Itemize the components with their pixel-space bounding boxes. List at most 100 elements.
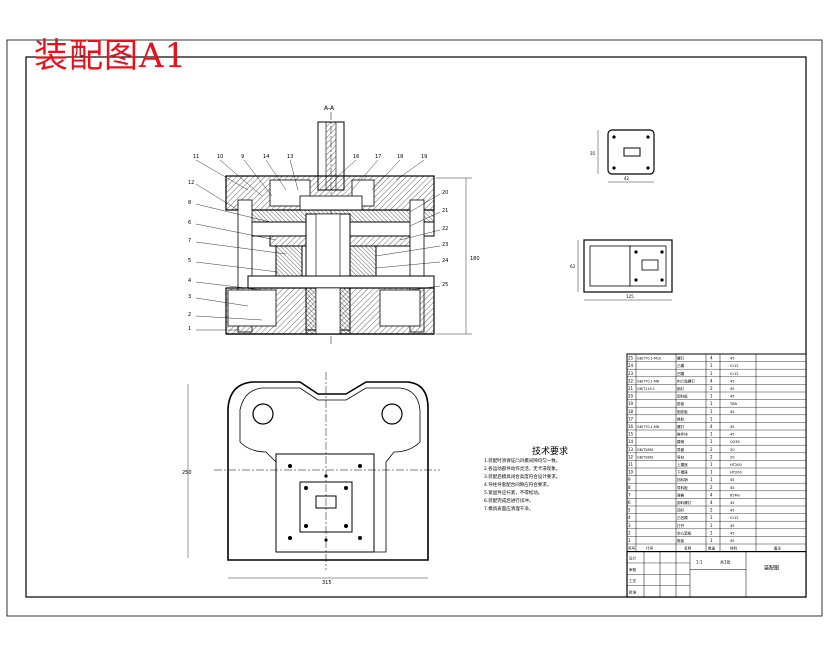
bom-cell: 打杆 <box>677 523 685 528</box>
bom-cell: 20 <box>628 394 634 399</box>
bom-cell: 14 <box>628 439 634 444</box>
part-view: 42 35 <box>590 129 655 183</box>
balloon-number: 3 <box>188 294 191 300</box>
bom-cell: 1 <box>710 394 713 399</box>
balloon-number: 6 <box>188 220 191 226</box>
balloon-number: 7 <box>188 238 191 244</box>
bom-cell: 模柄 <box>677 439 685 444</box>
note-line: 2.各运动部件动作灵活，无卡滞现象。 <box>484 467 561 472</box>
bom-cell: 螺钉 <box>677 424 685 429</box>
bom-cell: 弹簧 <box>677 492 685 497</box>
bom-cell: 顶杆 <box>677 508 685 513</box>
bom-cell: HT200 <box>730 471 742 475</box>
bom-header: 数量 <box>708 546 716 551</box>
bom-cell: 1 <box>710 439 713 444</box>
dim-plan-width: 315 <box>322 580 332 586</box>
bom-cell: 固定板 <box>677 409 688 414</box>
dim-strip-height: 63 <box>570 264 576 269</box>
bom-cell: 凸凹模 <box>677 515 688 520</box>
notes-heading: 技术要求 <box>532 447 569 457</box>
bom-cell: 导套 <box>677 447 685 452</box>
bom-cell: 4 <box>710 424 713 429</box>
bom-cell: 8 <box>628 485 631 490</box>
bom-cell: 销钉 <box>677 386 685 391</box>
dim-strip-width: 125 <box>626 294 634 299</box>
bom-cell: 1 <box>710 523 713 528</box>
title-block-name: 装配图 <box>764 565 779 572</box>
outer-border <box>6 39 823 617</box>
bom-cell: 1 <box>710 416 713 421</box>
balloon-number: 9 <box>241 154 244 160</box>
bom-cell: 24 <box>628 363 634 368</box>
bom-cell: 卸料螺钉 <box>677 500 692 505</box>
bom-cell: 垫板 <box>677 401 685 406</box>
bom-cell: HT200 <box>730 463 742 467</box>
balloon-number: 20 <box>442 190 448 196</box>
bom-cell: 内六角螺钉 <box>677 378 695 383</box>
bom-cell: Cr12 <box>730 516 739 520</box>
bom-cell: 45 <box>730 387 735 391</box>
bom-cell: 下模座 <box>677 470 688 475</box>
bom-header: 名称 <box>684 546 692 551</box>
bom-cell: GB/T119.1 <box>637 387 655 391</box>
note-line: 1.装配时须保证凸凹模间隙均匀一致。 <box>484 459 561 464</box>
title-block-label: 审核 <box>629 567 637 572</box>
balloon-number: 22 <box>442 226 448 232</box>
bom-cell: 1 <box>710 477 713 482</box>
bom-cell: 23 <box>628 371 634 376</box>
bom-cell: Q235 <box>730 440 740 444</box>
dim-part-height: 35 <box>590 151 596 156</box>
bom-cell: 7 <box>628 492 631 497</box>
bom-cell: 13 <box>628 447 634 452</box>
inner-frame <box>25 56 807 598</box>
bom-cell: 4 <box>710 378 713 383</box>
bom-cell: 空心垫板 <box>677 530 692 535</box>
section-label: A-A <box>324 105 335 112</box>
bom-cell: 16 <box>628 424 634 429</box>
bom-cell: GB/T2861 <box>637 455 654 459</box>
bom-cell: 挡料销 <box>677 477 688 482</box>
balloon-number: 11 <box>193 154 199 160</box>
balloon-number: 12 <box>188 180 194 186</box>
bom-cell: 导料板 <box>677 485 688 490</box>
balloon-number: 4 <box>188 278 191 284</box>
bom-cell: 45 <box>730 539 735 543</box>
bom-cell: 1 <box>710 462 713 467</box>
bom-cell: 1 <box>710 363 713 368</box>
note-line: 4.导柱导套配合间隙应符合要求。 <box>484 483 552 488</box>
balloon-number: 23 <box>442 242 448 248</box>
bom-cell: 1 <box>710 432 713 437</box>
bom-cell: 1 <box>710 401 713 406</box>
bom-header: 代号 <box>646 546 654 551</box>
balloon-number: 25 <box>442 282 448 288</box>
balloon-number: 8 <box>188 200 191 206</box>
bom-cell: 4 <box>710 500 713 505</box>
bom-cell: 45 <box>730 531 735 535</box>
bom-cell: 5 <box>628 508 631 513</box>
balloon-number: 2 <box>188 312 191 318</box>
bom-cell: 20 <box>730 455 735 459</box>
bom-cell: GB/T2861 <box>637 448 654 452</box>
bom-cell: 18 <box>628 409 634 414</box>
bom-cell: 2 <box>710 386 713 391</box>
bom-cell: 20 <box>730 448 735 452</box>
bom-header: 序号 <box>628 546 636 551</box>
bom-cell: 17 <box>628 416 634 421</box>
dim-top-height: 180 <box>470 256 480 262</box>
bom-cell: GB/T70.1-M6 <box>637 425 659 429</box>
balloon-number: 16 <box>353 154 359 160</box>
bom-cell: 上模座 <box>677 462 688 467</box>
title-block-sheet: 共1张 <box>720 559 731 565</box>
bom-cell: 1 <box>628 538 631 543</box>
balloon-number: 1 <box>188 326 191 332</box>
bom-cell: 凸模 <box>677 363 685 368</box>
bom-cell: GB/T70.1-M10 <box>637 357 661 361</box>
plan-view: 250 315 <box>182 372 440 586</box>
balloon-number: 17 <box>375 154 381 160</box>
section-view: 180 A-A <box>195 105 480 345</box>
bom-cell: 45 <box>730 395 735 399</box>
bom-cell: 22 <box>628 378 634 383</box>
bom-cell: 45 <box>730 379 735 383</box>
balloon-number: 10 <box>217 154 223 160</box>
